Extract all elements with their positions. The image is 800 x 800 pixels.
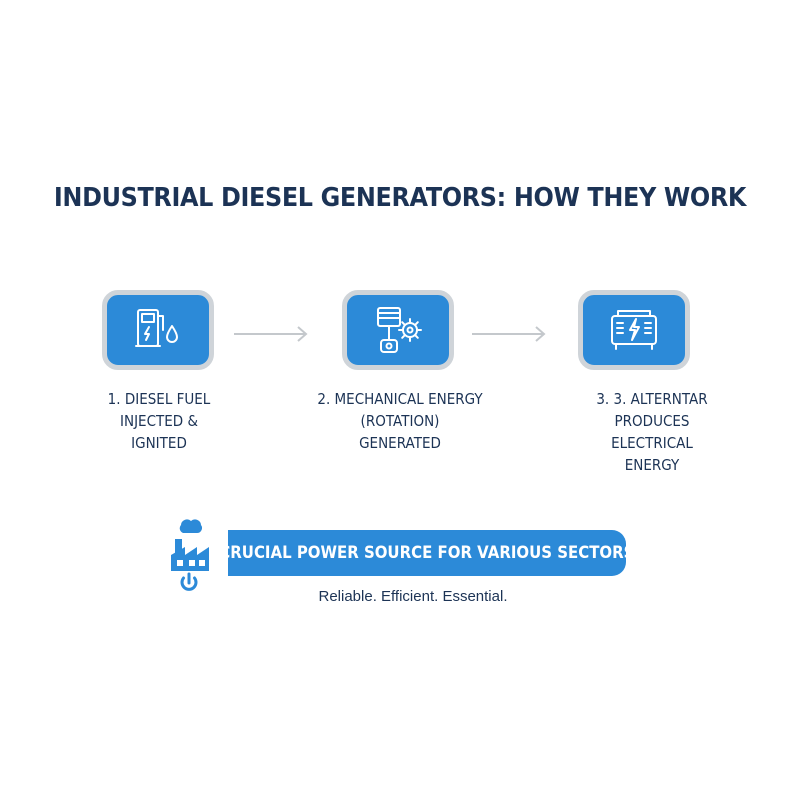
banner-text: CRUCIAL POWER SOURCE FOR VARIOUS SECTORS bbox=[219, 543, 635, 563]
step-2-label: 2. MECHANICAL ENERGY (ROTATION) GENERATE… bbox=[317, 390, 483, 452]
piston-gear-icon bbox=[377, 307, 422, 353]
arrow-right-icon bbox=[234, 326, 308, 342]
step-1-icon-box bbox=[102, 290, 214, 370]
arrow-right-icon bbox=[472, 326, 546, 342]
factory-power-icon bbox=[171, 519, 209, 591]
tagline: Reliable. Efficient. Essential. bbox=[318, 588, 508, 605]
step-2-icon-box bbox=[342, 290, 454, 370]
fuel-pump-icon bbox=[135, 309, 178, 347]
generator-icon bbox=[611, 310, 657, 350]
step-1-label: 1. DIESEL FUEL INJECTED & IGNITED bbox=[107, 390, 211, 452]
step-3-icon-box bbox=[578, 290, 690, 370]
banner: CRUCIAL POWER SOURCE FOR VARIOUS SECTORS bbox=[219, 530, 635, 576]
step-3-label: 3. 3. ALTERNTAR PRODUCES ELECTRICAL ENER… bbox=[596, 390, 708, 474]
page-title: INDUSTRIAL DIESEL GENERATORS: HOW THEY W… bbox=[53, 183, 747, 213]
